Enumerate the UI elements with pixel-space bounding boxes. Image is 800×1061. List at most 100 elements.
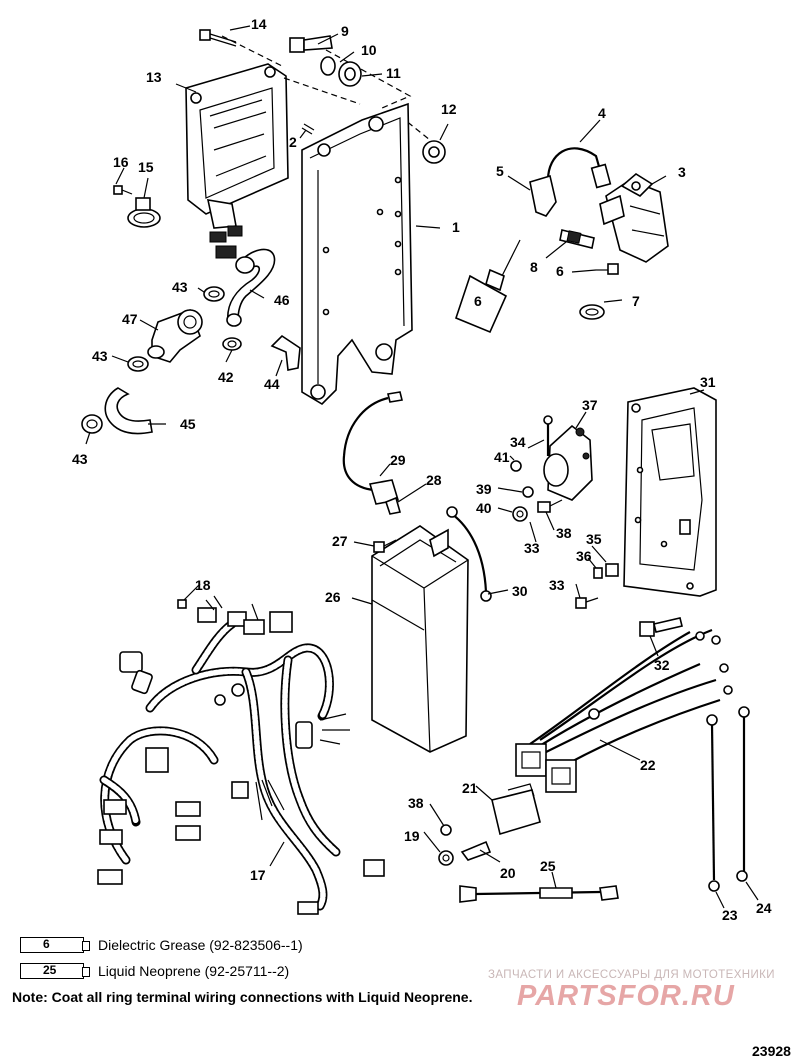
callout-33a: 33 [524, 540, 540, 556]
callout-17: 17 [250, 867, 266, 883]
screw-33 [575, 597, 599, 609]
callout-34: 34 [510, 434, 526, 450]
callout-46: 46 [274, 292, 290, 308]
cover-26 [371, 525, 469, 753]
callout-7: 7 [632, 293, 640, 309]
washer-39 [522, 486, 534, 498]
callout-38a: 38 [556, 525, 572, 541]
callout-43c: 43 [72, 451, 88, 467]
callout-31: 31 [700, 374, 716, 390]
callout-45: 45 [180, 416, 196, 432]
callout-42: 42 [218, 369, 234, 385]
figure-number: 23928 [752, 1043, 791, 1059]
bracket-20 [460, 840, 492, 861]
callout-14: 14 [251, 16, 267, 32]
callout-3: 3 [678, 164, 686, 180]
tube-icon: 6 [20, 937, 90, 953]
screw-6 [596, 263, 619, 275]
spark-plug [559, 229, 595, 249]
callout-6: 6 [556, 263, 564, 279]
callout-40: 40 [476, 500, 492, 516]
callout-44: 44 [264, 376, 280, 392]
callout-16: 16 [113, 154, 129, 170]
hose-46 [227, 248, 276, 323]
callout-5: 5 [496, 163, 504, 179]
callout-20: 20 [500, 865, 516, 881]
callout-35: 35 [586, 531, 602, 547]
callout-1: 1 [452, 219, 460, 235]
relay-21 [491, 783, 541, 836]
callout-23: 23 [722, 907, 738, 923]
callout-43b: 43 [92, 348, 108, 364]
cable-harness-22 [515, 628, 733, 793]
callout-30: 30 [512, 583, 528, 599]
mounting-plate [301, 102, 413, 406]
callout-18: 18 [195, 577, 211, 593]
screw-32 [639, 617, 683, 637]
ground-wire-30 [451, 513, 488, 593]
hose-45 [104, 387, 153, 435]
callout-11: 11 [386, 65, 401, 81]
fuse-28 [385, 496, 402, 515]
callout-32: 32 [654, 657, 670, 673]
callout-26: 26 [325, 589, 341, 605]
bracket-plate-31 [623, 387, 717, 597]
note-text: Note: Coat all ring terminal wiring conn… [12, 989, 473, 1005]
nut-41 [510, 460, 522, 472]
screw-14 [199, 29, 237, 47]
callout-39: 39 [476, 481, 492, 497]
screw-38b [440, 824, 452, 836]
callout-4: 4 [598, 105, 606, 121]
washer-10 [320, 56, 336, 76]
callout-36: 36 [576, 548, 592, 564]
grommet-12 [422, 140, 446, 164]
legend: 6 Dielectric Grease (92-823506--1) 25 Li… [20, 932, 303, 984]
callout-38b: 38 [408, 795, 424, 811]
callout-21: 21 [462, 780, 478, 796]
hose-clamp-43a [203, 286, 225, 302]
screw-27 [373, 539, 397, 553]
callout-43a: 43 [172, 279, 188, 295]
fitting-47 [147, 308, 203, 363]
legend-text-grease: Dielectric Grease (92-823506--1) [98, 937, 303, 953]
ignition-coil [599, 173, 669, 263]
spark-plug-lead [546, 147, 602, 181]
screw-16 [113, 185, 133, 195]
clamp-15 [127, 197, 161, 228]
callout-29: 29 [390, 452, 406, 468]
callout-33b: 33 [549, 577, 565, 593]
electronic-module [185, 63, 289, 259]
tube-icon: 25 [20, 963, 90, 979]
callout-41: 41 [494, 449, 510, 465]
callout-47: 47 [122, 311, 138, 327]
callout-15: 15 [138, 159, 154, 175]
callout-9: 9 [341, 23, 349, 39]
callout-27: 27 [332, 533, 348, 549]
wire-29 [342, 396, 389, 492]
screw-38 [537, 499, 563, 513]
cable-24 [736, 706, 750, 882]
callout-22: 22 [640, 757, 656, 773]
bracket-44 [270, 334, 301, 371]
callout-2: 2 [289, 134, 297, 150]
screw-36 [593, 567, 603, 579]
callout-13: 13 [146, 69, 162, 85]
nut-19 [438, 850, 454, 866]
grease-tube-label: 6 [474, 293, 482, 309]
wire-25 [459, 885, 619, 903]
callout-10: 10 [361, 42, 377, 58]
legend-tube-number: 25 [43, 963, 57, 977]
watermark-logo: PARTSFOR.RU [517, 980, 735, 1012]
wiring-harness [97, 595, 385, 915]
callout-8: 8 [530, 259, 538, 275]
hose-clamp-43c [81, 414, 103, 434]
clamp-7 [579, 304, 605, 320]
callout-12: 12 [441, 101, 457, 117]
bolt-9 [289, 35, 333, 53]
cable-23 [706, 714, 720, 892]
nut-40 [512, 506, 528, 522]
callout-37: 37 [582, 397, 598, 413]
plug-boot [529, 174, 557, 217]
legend-tube-number: 6 [43, 937, 50, 951]
